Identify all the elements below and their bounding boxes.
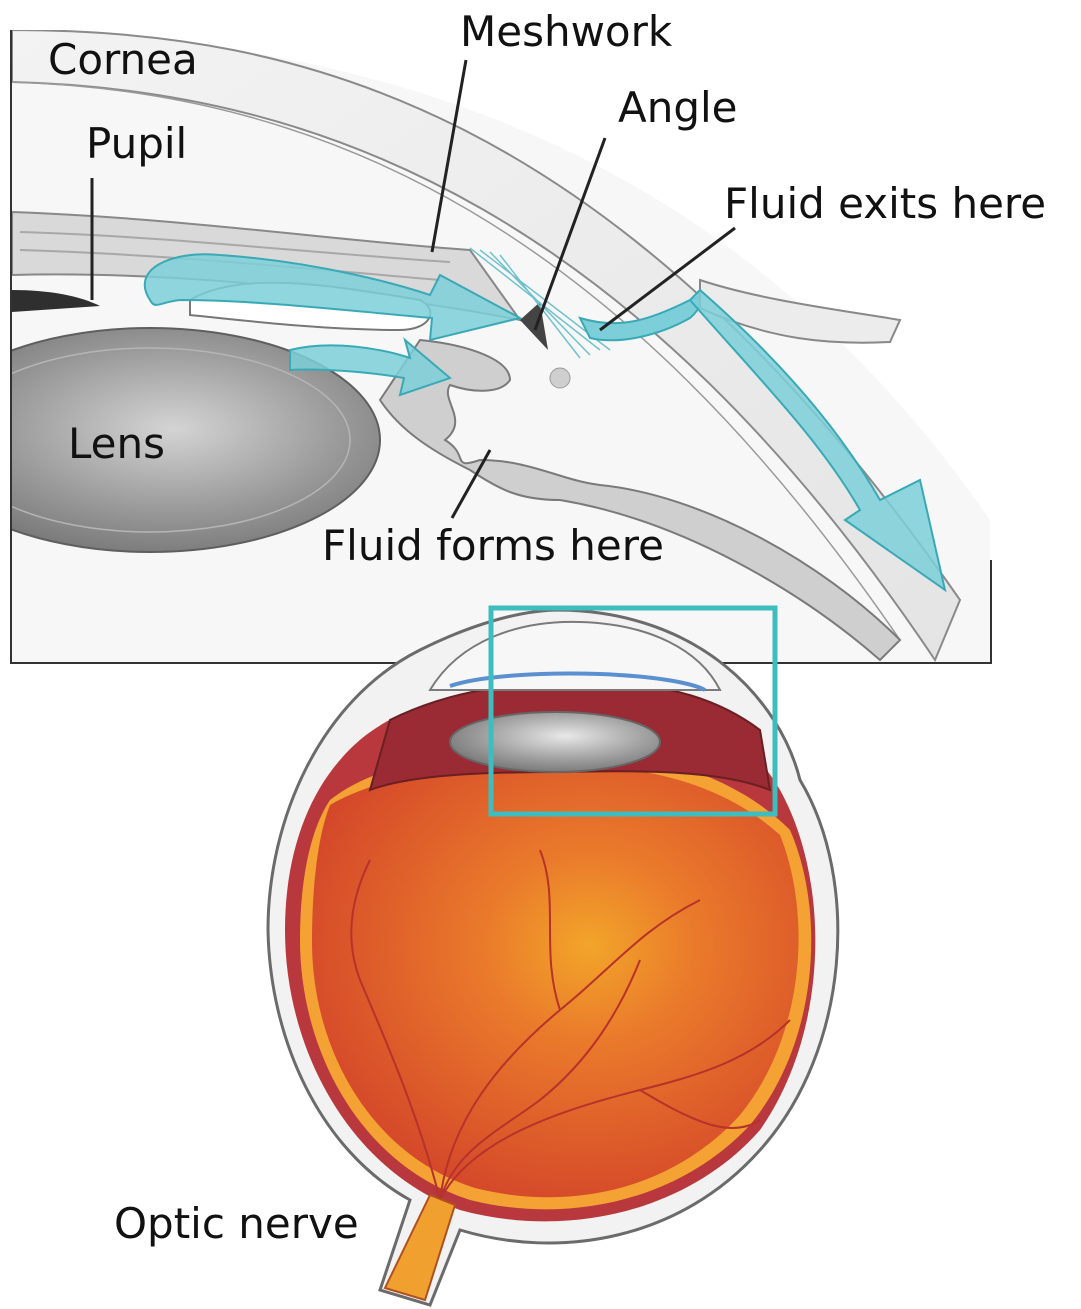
label-meshwork: Meshwork — [460, 7, 673, 56]
label-fluid-exits: Fluid exits here — [724, 179, 1046, 228]
angle-dot — [550, 368, 570, 388]
label-angle: Angle — [618, 83, 738, 132]
label-cornea: Cornea — [48, 35, 198, 84]
front-lens — [450, 712, 660, 772]
label-pupil: Pupil — [86, 119, 187, 168]
label-fluid-forms: Fluid forms here — [322, 521, 664, 570]
label-lens: Lens — [68, 419, 165, 468]
label-optic-nerve: Optic nerve — [114, 1199, 359, 1248]
